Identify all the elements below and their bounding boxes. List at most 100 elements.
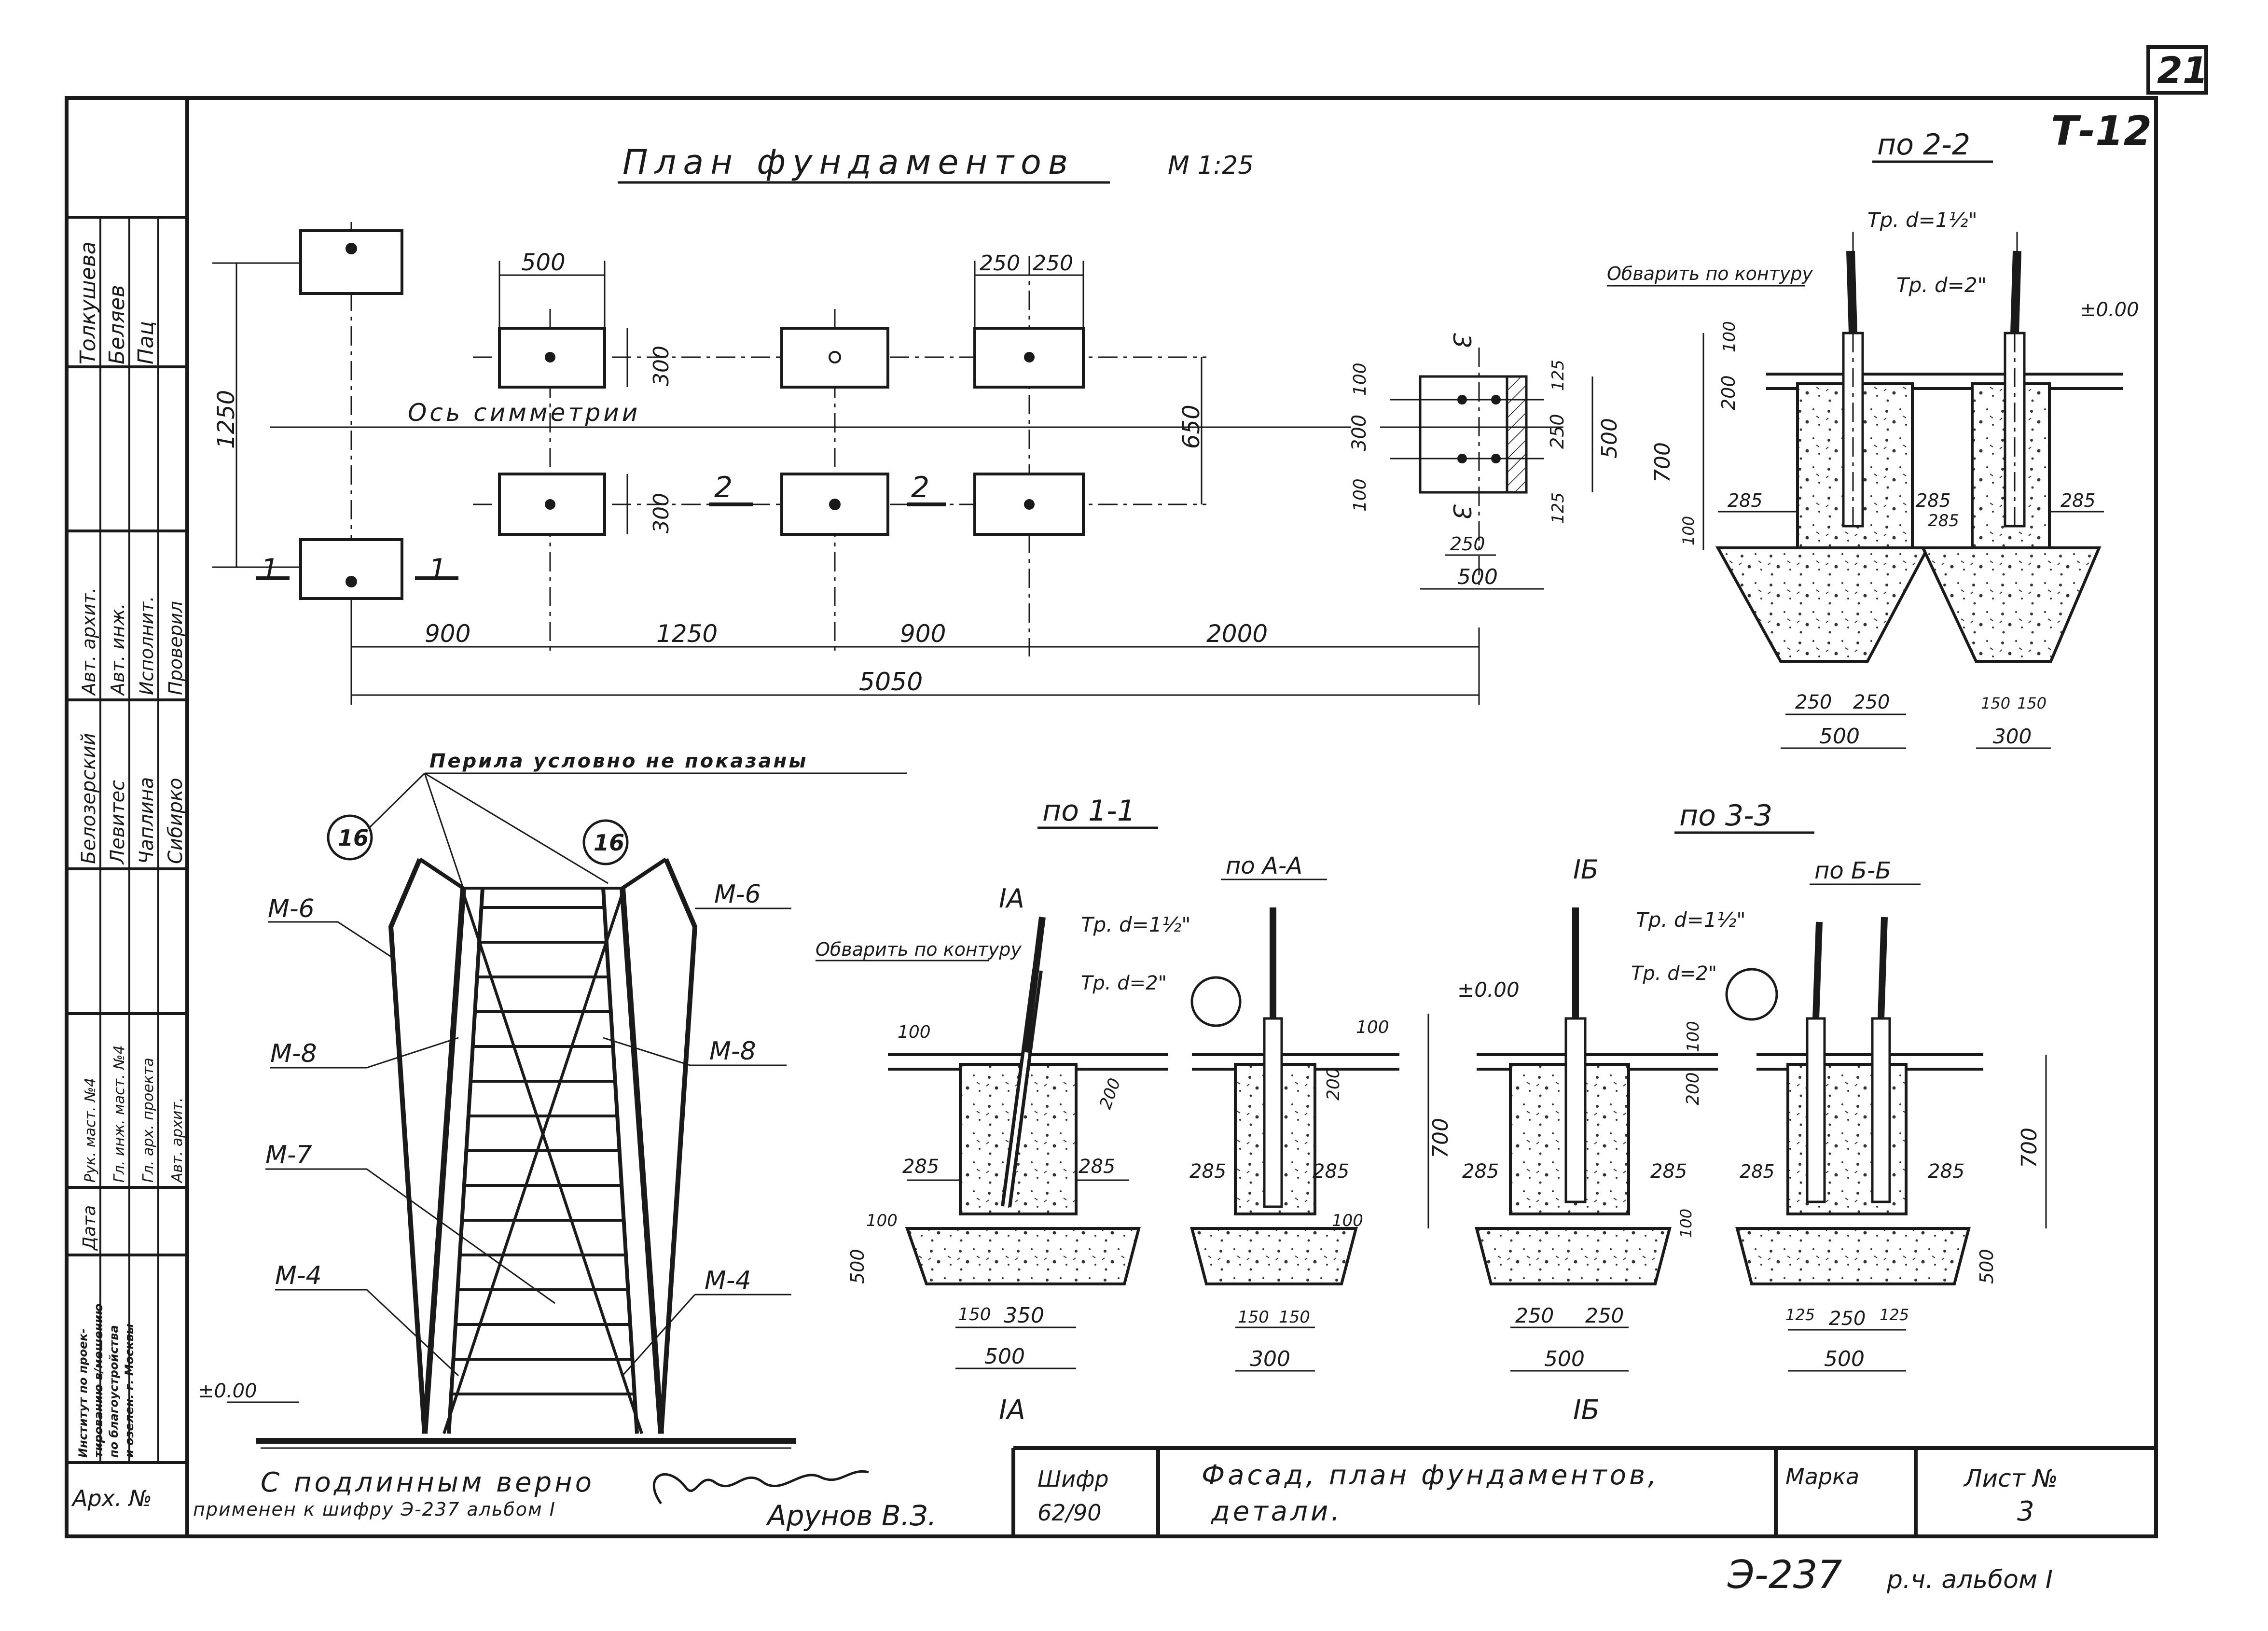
archive-number-label: Арх. № [71,1485,152,1511]
section-3-3-pipe-15: Тр. d=1½" [1636,908,1746,932]
stamp-name2-4: Сибирко [165,778,187,864]
sheet-value: 3 [2017,1496,2034,1527]
s22-d200: 200 [1718,375,1739,410]
dim-1250: 1250 [656,620,718,648]
dim-300-a: 300 [649,346,674,386]
detail-d500-h: 500 [1457,565,1498,589]
section-2-2-pipe-2: Тр. d=2" [1896,273,1987,297]
stamp-role2-2: Гл. инж. маст. №4 [111,1045,128,1183]
plan-title: План фундаментов [622,142,1075,182]
section-mark-2a: 2 [714,471,733,504]
s11-d200: 200 [1096,1075,1125,1112]
s22-d250-a: 250 [1795,691,1832,713]
section-3-3-level: ±0.00 [1457,978,1520,1002]
saa-d285-a: 285 [1189,1160,1226,1183]
section-1-1-weld: Обварить по контуру [816,939,1022,960]
s22-d285-c: 285 [1928,511,1959,530]
sbb-d500: 500 [1976,1249,1997,1284]
cipher-value: 62/90 [1037,1500,1102,1526]
s11-d500-b: 500 [984,1344,1025,1369]
s11-d285-a: 285 [902,1156,939,1178]
section-3-3-title: по 3-3 [1679,799,1772,833]
s22-d700: 700 [1650,442,1675,483]
facade-m8-left: М-8 [270,1039,317,1068]
dim-5050: 5050 [859,668,923,697]
footer-code: Э-237 [1727,1552,1842,1597]
section-3-3: по 3-3 IБ IБ ±0.00 Тр. d=1½" Тр. d=2" 70… [1427,799,1814,1426]
sheet-label: Лист № [1963,1464,2058,1492]
s33-d285-a: 285 [1462,1160,1499,1183]
stamp-name2-3: Чаплина [136,777,158,864]
stamp-role2-3: Гл. арх. проекта [140,1058,157,1183]
sbb-d125-b: 125 [1880,1306,1909,1324]
dim-300-b: 300 [649,493,674,533]
stamp-name-1: Толкушева [76,241,100,364]
section-mark-1a: 1 [261,553,279,586]
facade-ladder: Перила условно не показаны ±0.00 16 16 М… [198,750,907,1449]
mark-label: Марка [1785,1464,1859,1490]
s33-d500: 500 [1544,1347,1585,1371]
saa-d150-a: 150 [1238,1308,1269,1327]
stamp-date-label: Дата [80,1205,99,1251]
cipher-label: Шифр [1037,1466,1109,1492]
stamp-institute-2: тированию в/мешению [92,1304,105,1458]
saa-d100-b: 100 [1332,1211,1363,1230]
section-1-1-cut-bottom: IА [999,1394,1025,1426]
plan-scale: М 1:25 [1168,151,1254,180]
dim-250-a: 250 [980,251,1020,276]
s22-d285-b: 285 [1916,490,1951,511]
sbb-d285-b: 285 [1928,1160,1964,1183]
applied-note: применен к шифру Э-237 альбом I [193,1499,556,1520]
detail-d125-b: 125 [1549,492,1568,524]
facade-mark-16a: 16 [338,825,369,851]
s22-d100-b: 100 [1679,516,1698,545]
stamp-role-2: Авт. инж. [107,603,128,697]
section-b-b: по Б-Б 285 285 700 500 125 250 125 500 [1735,857,2047,1372]
dim-1250-vertical: 1250 [213,390,240,449]
facade-m6-right: М-6 [714,880,761,909]
section-2-2-level: ±0.00 [2080,299,2139,321]
signer-name: Арунов В.З. [765,1499,937,1532]
dim-250-b: 250 [1033,251,1073,276]
stamp-institute-3: по благоустройства [107,1325,121,1458]
s11-d500: 500 [847,1249,868,1284]
section-2-2-pipe-15: Тр. d=1½" [1867,208,1978,232]
s11-d350: 350 [1004,1303,1044,1328]
s33-d200: 200 [1683,1072,1703,1105]
sbb-d125-a: 125 [1785,1306,1815,1324]
facade-note: Перила условно не показаны [429,750,808,772]
section-3-3-pipe-2: Тр. d=2" [1631,962,1717,985]
saa-d200: 200 [1324,1067,1343,1101]
stamp-name2-1: Белозерский [78,733,100,864]
sbb-d250: 250 [1829,1308,1866,1330]
section-mark-2b: 2 [911,471,929,504]
stamp-name-2: Беляев [105,285,129,364]
dim-650: 650 [1178,404,1205,449]
stamp-role-3: Исполнит. [136,596,157,695]
s22-d500: 500 [1819,724,1860,749]
sbb-d700: 700 [2017,1128,2042,1168]
title-block: С подлинным верно применен к шифру Э-237… [193,1446,2156,1536]
detail-cut-3b: 3 [1448,504,1476,520]
facade-m7: М-7 [265,1141,312,1170]
s11-d285-b: 285 [1079,1156,1115,1178]
section-3-3-cut-top: IБ [1573,854,1599,885]
s33-d100-b: 100 [1677,1209,1695,1238]
saa-d100: 100 [1356,1018,1389,1037]
plan-pad [299,229,403,295]
detail-d250-h: 250 [1450,533,1485,555]
section-2-2-weld-note: Обварить по контуру [1607,263,1813,284]
section-mark-1b: 1 [429,553,447,586]
signature [652,1470,869,1505]
section-a-a-title: по А-А [1226,852,1302,879]
s22-d285-a: 285 [1728,490,1763,511]
plan-pad [299,538,403,600]
s33-d250-b: 250 [1585,1304,1624,1327]
plan-pad [780,327,889,389]
facade-m8-right: М-8 [709,1037,756,1066]
side-stamp: Толкушева Беляев Пац Авт. архит. Авт. ин… [67,216,187,1511]
detail-d500-v: 500 [1597,418,1622,459]
section-b-b-title: по Б-Б [1814,857,1891,884]
section-1-1-title: по 1-1 [1042,794,1135,828]
